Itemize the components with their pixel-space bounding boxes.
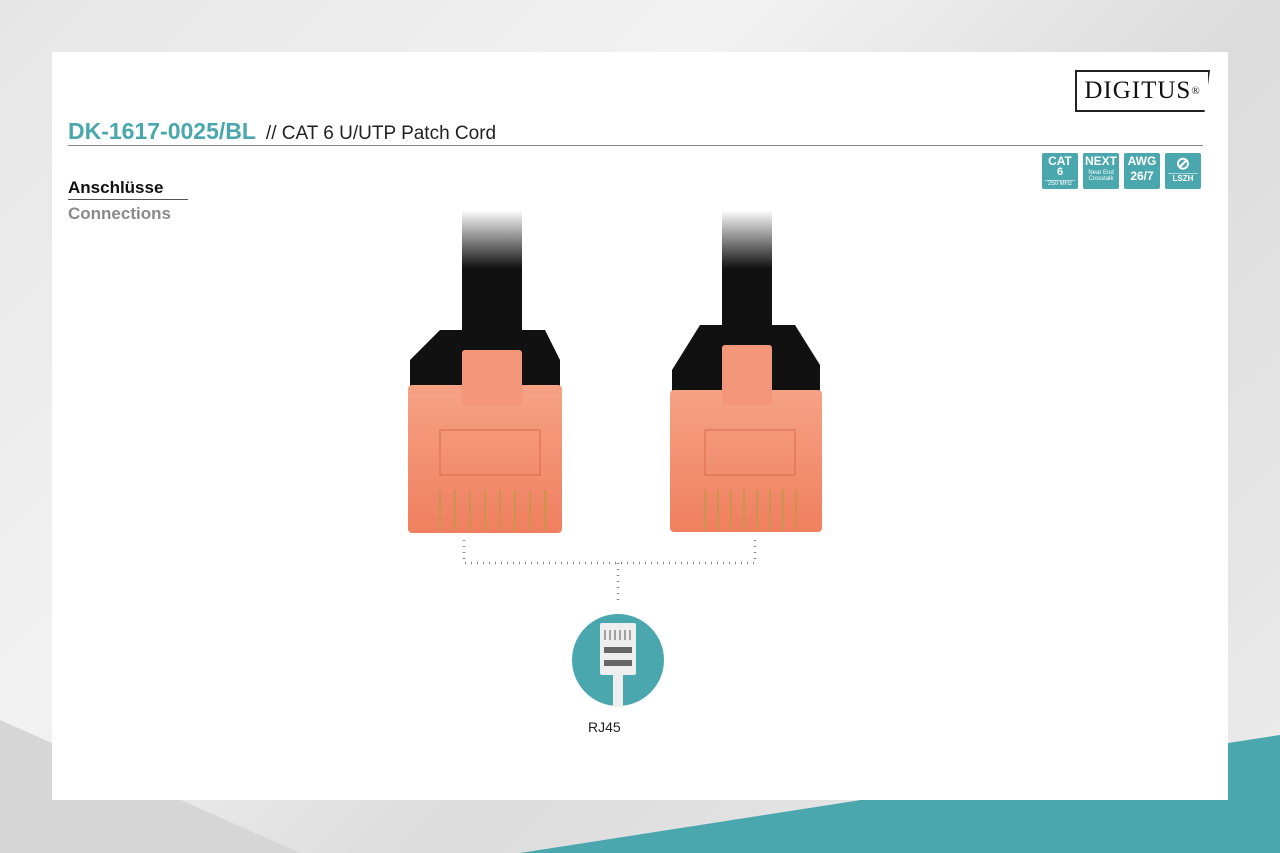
product-subtitle: // CAT 6 U/UTP Patch Cord (265, 123, 497, 144)
product-code: DK-1617-0025/BL (68, 118, 256, 144)
digitus-logo: DIGITUS® (1075, 70, 1210, 112)
connector-label: RJ45 (588, 719, 621, 735)
badge-lszh: ⊘LSZH (1165, 153, 1201, 189)
rj45-connector-right (670, 210, 822, 532)
connector-callout-lines (462, 540, 757, 605)
section-title-de: Anschlüsse (68, 178, 188, 200)
divider (68, 145, 1203, 146)
rj45-plug-icon (572, 614, 664, 707)
page-title: DK-1617-0025/BL // CAT 6 U/UTP Patch Cord (68, 118, 496, 145)
section-title-en: Connections (68, 204, 171, 223)
rj45-connector-left (408, 210, 562, 533)
no-halogen-icon: ⊘ (1175, 154, 1191, 173)
